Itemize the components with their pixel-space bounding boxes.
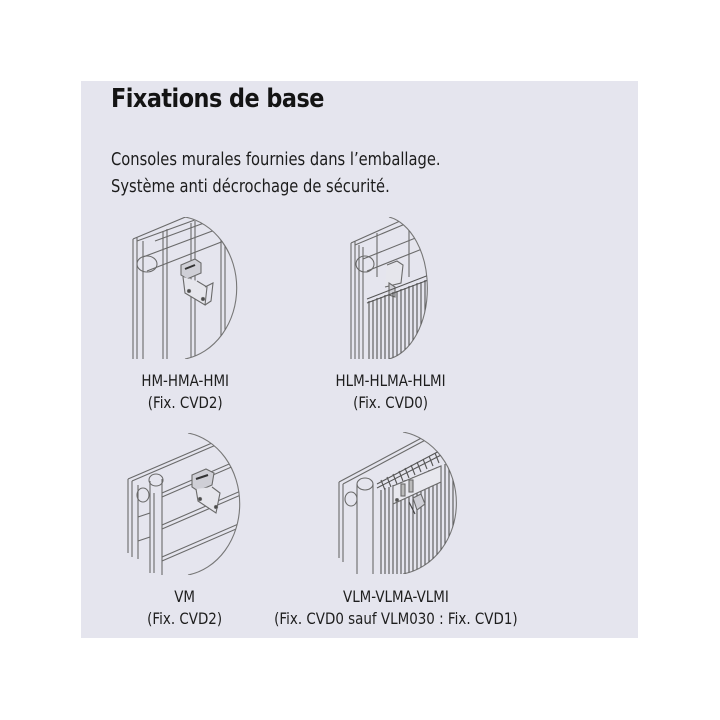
figure-caption-vm: VM (Fix. CVD2): [105, 586, 265, 630]
radiator-bracket-vm-illustration: [126, 433, 250, 575]
page-title: Fixations de base: [111, 84, 324, 114]
description-line-2: Système anti décrochage de sécurité.: [111, 177, 390, 197]
fixation-label: (Fix. CVD0 sauf VLM030 : Fix. CVD1): [274, 609, 518, 628]
fixation-label: (Fix. CVD2): [147, 609, 223, 628]
figure-caption-hlm: HLM-HLMA-HLMI (Fix. CVD0): [311, 370, 471, 414]
radiator-bracket-hm-illustration: [125, 217, 243, 359]
radiator-bracket-hlm-illustration: [349, 217, 437, 359]
fixation-label: (Fix. CVD0): [353, 393, 429, 412]
model-label: VLM-VLMA-VLMI: [343, 587, 449, 606]
fixation-label: (Fix. CVD2): [147, 393, 223, 412]
model-label: HLM-HLMA-HLMI: [335, 371, 447, 390]
figure-caption-vlm: VLM-VLMA-VLMI (Fix. CVD0 sauf VLM030 : F…: [231, 586, 561, 630]
description: Consoles murales fournies dans l’emballa…: [111, 147, 441, 201]
radiator-bracket-vlm-illustration: [337, 432, 467, 574]
fixations-panel: Fixations de base Consoles murales fourn…: [81, 81, 638, 638]
figure-caption-hm: HM-HMA-HMI (Fix. CVD2): [105, 370, 265, 414]
model-label: VM: [174, 587, 196, 606]
description-line-1: Consoles murales fournies dans l’emballa…: [111, 150, 441, 170]
model-label: HM-HMA-HMI: [141, 371, 229, 390]
